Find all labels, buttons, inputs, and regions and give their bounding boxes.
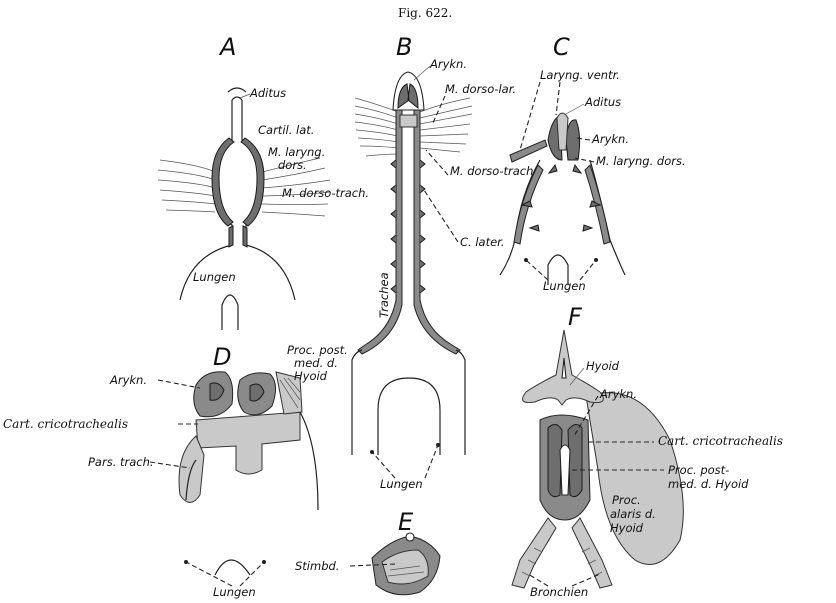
panel-a-letter: A <box>218 33 236 61</box>
panel-b-label-m-dorso-trach: M. dorso-trach. <box>450 164 537 178</box>
panel-b: B Arykn. M. dorso-lar. M. d <box>352 33 537 491</box>
panel-e: E Stimbd. <box>295 508 440 595</box>
svg-text:Hyoid: Hyoid <box>610 521 644 535</box>
panel-f-arytenoid-left <box>548 424 562 496</box>
panel-b-lung-arch <box>378 378 440 455</box>
svg-text:med. d.: med. d. <box>294 356 338 370</box>
panel-d-label-cart-cricotrachealis: Cart. cricotrachealis <box>3 417 128 431</box>
panel-c-label-aditus: Aditus <box>584 95 621 109</box>
panel-f-label-bronchien: Bronchien <box>530 585 588 599</box>
svg-text:med. d. Hyoid: med. d. Hyoid <box>668 477 749 491</box>
panel-b-label-trachea: Trachea <box>377 272 391 318</box>
panel-f-label-proc-post-1: Proc. post- <box>668 463 729 477</box>
panel-a-label-lungen: Lungen <box>193 270 236 284</box>
panel-b-letter: B <box>396 33 412 61</box>
panel-e-label-stimbd: Stimbd. <box>295 559 339 573</box>
panel-c-letter: C <box>553 33 570 61</box>
panel-f-arytenoid-right <box>568 424 582 496</box>
panel-c-label-lungen: Lungen <box>543 279 586 293</box>
panel-a: A Aditus Cartil. lat. M. laryng.dors. M.… <box>158 33 369 330</box>
panel-a-label-aditus: Aditus <box>249 86 286 100</box>
panel-d-lung-arch <box>215 560 250 575</box>
svg-text:alaris d.: alaris d. <box>610 507 656 521</box>
panel-d-label-arykn: Arykn. <box>109 373 147 387</box>
panel-f-label-cart-cricotrachealis: Cart. cricotrachealis <box>658 434 783 448</box>
panel-a-label-cartil-lat: Cartil. lat. <box>258 123 314 137</box>
panel-d-label-proc-post-1: Proc. post. <box>287 343 348 357</box>
panel-a-lung-arch <box>222 295 238 330</box>
panel-b-label-c-later: C. later. <box>460 235 505 249</box>
panel-c-ventricle <box>510 140 547 162</box>
panel-c: C Laryng. ventr. Aditus Arykn. M. laryng… <box>500 33 686 293</box>
panel-d-cricotracheal-body <box>196 412 300 474</box>
svg-text:Hyoid: Hyoid <box>294 369 328 383</box>
panel-b-trachea-right <box>414 110 460 354</box>
panel-e-letter: E <box>398 508 414 536</box>
panel-f-label-hyoid: Hyoid <box>586 359 620 373</box>
panel-f: F Hyoid Arykn. Cart. cricotrachealis Pro… <box>512 303 783 599</box>
panel-b-label-lungen: Lungen <box>380 477 423 491</box>
panel-f-label-proc-alaris-1: Proc. <box>612 493 641 507</box>
panel-a-cartilage-left <box>212 138 234 226</box>
panel-c-label-laryng-ventr: Laryng. ventr. <box>540 68 620 82</box>
panel-d-label-lungen: Lungen <box>213 585 256 599</box>
panel-f-bronchus-right <box>572 518 612 588</box>
panel-a-label-m-laryng-dors: M. laryng.dors. <box>268 145 325 172</box>
panel-c-label-arykn: Arykn. <box>591 132 629 146</box>
panel-b-label-m-dorso-lar: M. dorso-lar. <box>445 82 516 96</box>
panel-d-label-pars-trach: Pars. trach. <box>88 455 154 469</box>
panel-d-letter: D <box>213 343 231 371</box>
panel-f-label-arykn: Arykn. <box>599 387 637 401</box>
panel-f-letter: F <box>568 303 583 331</box>
panel-b-label-arykn: Arykn. <box>429 57 467 71</box>
figure-title: Fig. 622. <box>398 6 452 20</box>
panel-c-arytenoid-right <box>566 120 580 160</box>
panel-a-cartilage-right <box>241 138 264 226</box>
panel-c-label-m-laryng-dors: M. laryng. dors. <box>596 154 686 168</box>
panel-a-label-m-dorso-trach: M. dorso-trach. <box>282 186 369 200</box>
